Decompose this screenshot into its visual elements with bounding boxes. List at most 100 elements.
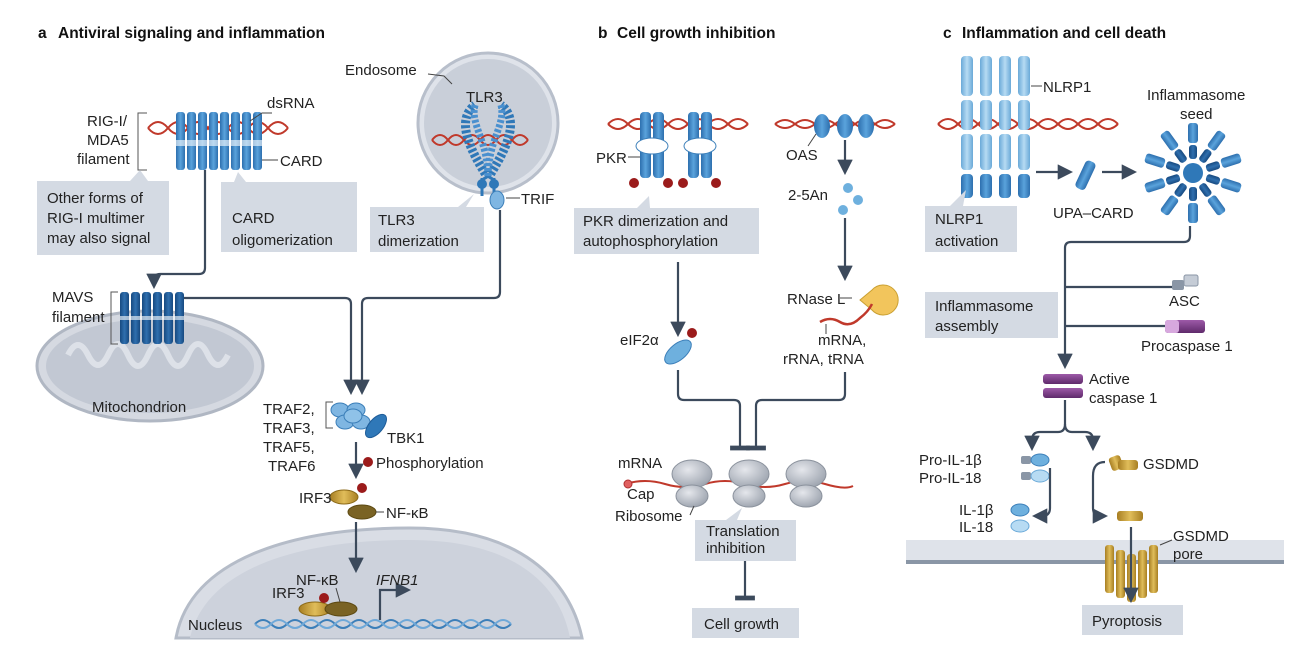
ribosomes — [671, 459, 827, 508]
active-caspase-shape — [1043, 374, 1083, 398]
procaspase-label: Procaspase 1 — [1141, 338, 1233, 355]
asc-shape — [1172, 274, 1199, 290]
two5an-label: 2-5An — [788, 187, 828, 204]
asc-label: ASC — [1169, 293, 1200, 310]
mrna-label: mRNA — [618, 455, 662, 472]
gsdmd-label: GSDMD — [1143, 456, 1199, 473]
callout-inflammasome-assembly: Inflammasome assembly — [925, 292, 1058, 338]
callout-translation-inhibition: Translation inhibition — [695, 508, 796, 561]
il1b-shape — [1010, 503, 1030, 517]
traf-line4: TRAF6 — [268, 458, 316, 475]
trif-label: TRIF — [521, 191, 554, 208]
card-label: CARD — [280, 153, 323, 170]
upa-card-label: UPA–CARD — [1053, 205, 1134, 222]
card-olig-line2: oligomerization — [232, 232, 333, 249]
callout-other-forms: Other forms of RIG-I multimer may also s… — [37, 170, 169, 255]
inflammasome-seed-line1: Inflammasome — [1147, 87, 1245, 104]
translation-line2: inhibition — [706, 540, 765, 557]
ifnb1-label: IFNB1 — [376, 572, 419, 589]
mitochondrion-label: Mitochondrion — [92, 399, 186, 416]
irf3-label: IRF3 — [299, 490, 332, 507]
pkr-dimer-line1: PKR dimerization and — [583, 213, 728, 230]
panel-a-letter: a — [38, 25, 47, 42]
nfkb-nucleus-label: NF-κB — [296, 572, 339, 589]
plasma-membrane — [906, 540, 1284, 564]
nlrp1-label: NLRP1 — [1043, 79, 1091, 96]
irf3-shape — [329, 489, 359, 505]
pro-il18-label: Pro-IL-18 — [919, 470, 982, 487]
inflammasome-seed — [1144, 123, 1242, 223]
mavs-label-line2: filament — [52, 309, 105, 326]
tbk1-label: TBK1 — [387, 430, 425, 447]
other-forms-line1: Other forms of — [47, 190, 144, 207]
procaspase-shape — [1165, 320, 1205, 333]
assembly-line1: Inflammasome — [935, 298, 1033, 315]
tlr3-dimer-line2: dimerization — [378, 233, 459, 250]
other-forms-line2: RIG-I multimer — [47, 210, 145, 227]
mavs-filament — [120, 292, 184, 344]
active-caspase-line1: Active — [1089, 371, 1130, 388]
il18-label: IL-18 — [959, 519, 993, 536]
rnasel-shape — [859, 284, 899, 316]
oas-label: OAS — [786, 147, 818, 164]
phospho-dot — [363, 457, 373, 467]
panel-c-letter: c — [943, 25, 952, 42]
callout-pyroptosis: Pyroptosis — [1082, 605, 1183, 635]
cap-dot — [623, 479, 633, 489]
pkr-dimer-line2: autophosphorylation — [583, 233, 718, 250]
rig-label-line2: MDA5 — [87, 132, 129, 149]
upa-card-shape — [1075, 160, 1096, 190]
pkr-dimer-2 — [678, 112, 721, 188]
traf-line2: TRAF3, — [263, 420, 315, 437]
cap-label: Cap — [627, 486, 655, 503]
callout-card-oligomerization: CARD oligomerization — [221, 172, 357, 252]
panel-c-title: Inflammation and cell death — [962, 25, 1166, 42]
gsdmd-pore-line1: GSDMD — [1173, 528, 1229, 545]
mitochondrion — [35, 309, 265, 423]
endosome-label: Endosome — [345, 62, 417, 79]
rna-label-line2: rRNA, tRNA — [783, 351, 864, 368]
eif2a-label: eIF2α — [620, 332, 659, 349]
pro-il-shapes — [1021, 453, 1050, 483]
panel-b: b Cell growth inhibition PKR PKR dimeriz… — [574, 25, 899, 638]
tbk1-shape — [365, 413, 387, 439]
nlrp1-act-line2: activation — [935, 233, 998, 250]
inflammasome-seed-line2: seed — [1180, 106, 1213, 123]
callout-tlr3-dimerization: TLR3 dimerization — [370, 194, 484, 252]
nlrp1-columns — [961, 56, 1030, 198]
rnasel-label: RNase L — [787, 291, 845, 308]
panel-b-title: Cell growth inhibition — [617, 25, 775, 42]
callout-pkr-dimerization: PKR dimerization and autophosphorylation — [574, 196, 759, 254]
nucleus-label: Nucleus — [188, 617, 242, 634]
nfkb-label: NF-κB — [386, 505, 429, 522]
endosome — [416, 51, 560, 195]
active-caspase-line2: caspase 1 — [1089, 390, 1157, 407]
panel-a: a Antiviral signaling and inflammation E… — [35, 25, 584, 640]
traf-cluster — [330, 402, 371, 430]
panel-c: c Inflammation and cell death NLRP1 — [906, 25, 1284, 635]
pro-il1b-label: Pro-IL-1β — [919, 452, 982, 469]
cell-growth-label: Cell growth — [704, 616, 779, 633]
callout-nlrp1-activation: NLRP1 activation — [925, 190, 1017, 252]
tlr3-dimer-line1: TLR3 — [378, 212, 415, 229]
gsdmd-shape — [1108, 455, 1138, 471]
il18-shape — [1010, 519, 1030, 533]
rig-label-line3: filament — [77, 151, 130, 168]
panel-b-letter: b — [598, 25, 607, 42]
pkr-label: PKR — [596, 150, 627, 167]
callout-cell-growth: Cell growth — [692, 608, 799, 638]
pyroptosis-label: Pyroptosis — [1092, 613, 1162, 630]
traf-line1: TRAF2, — [263, 401, 315, 418]
gsdmd-pore-line2: pore — [1173, 546, 1203, 563]
il1b-label: IL-1β — [959, 502, 994, 519]
assembly-line2: assembly — [935, 318, 999, 335]
ribosome-label: Ribosome — [615, 508, 683, 525]
rna-label-line1: mRNA, — [818, 332, 866, 349]
traf-line3: TRAF5, — [263, 439, 315, 456]
rig-i-filament — [147, 112, 289, 170]
pkr-dimer-1 — [629, 112, 673, 188]
other-forms-line3: may also signal — [47, 230, 150, 247]
rig-label-line1: RIG-I/ — [87, 113, 128, 130]
tlr3-label: TLR3 — [466, 89, 503, 106]
